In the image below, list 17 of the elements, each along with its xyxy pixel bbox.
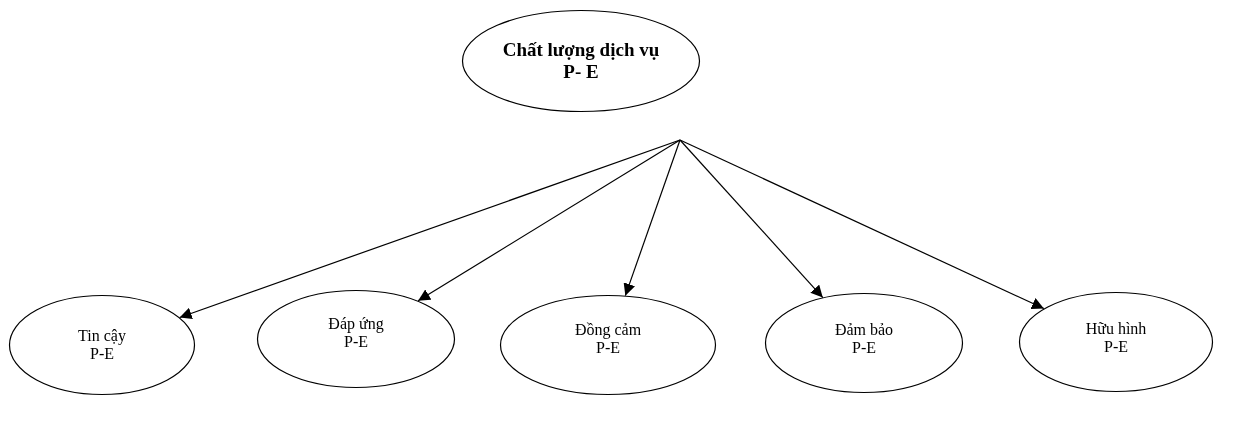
node-subtitle: P-E xyxy=(596,339,620,357)
node-title: Đảm bảo xyxy=(834,321,894,339)
node-subtitle: P-E xyxy=(90,345,114,363)
node-title: Hữu hình xyxy=(1085,320,1147,338)
arrow xyxy=(179,139,681,320)
node-title: Đồng cảm xyxy=(574,321,642,339)
node-title: Tin cậy xyxy=(78,327,126,345)
arrow xyxy=(623,139,681,297)
arrow xyxy=(417,139,681,302)
node-subtitle: P-E xyxy=(1104,338,1128,356)
arrow xyxy=(679,139,1045,310)
node-subtitle: P- E xyxy=(563,61,599,83)
node-subtitle: P-E xyxy=(852,339,876,357)
arrow xyxy=(679,139,824,299)
node-title: Chất lượng dịch vụ xyxy=(502,39,660,61)
node-title: Đáp ứng xyxy=(328,315,384,333)
node-subtitle: P-E xyxy=(344,333,368,351)
